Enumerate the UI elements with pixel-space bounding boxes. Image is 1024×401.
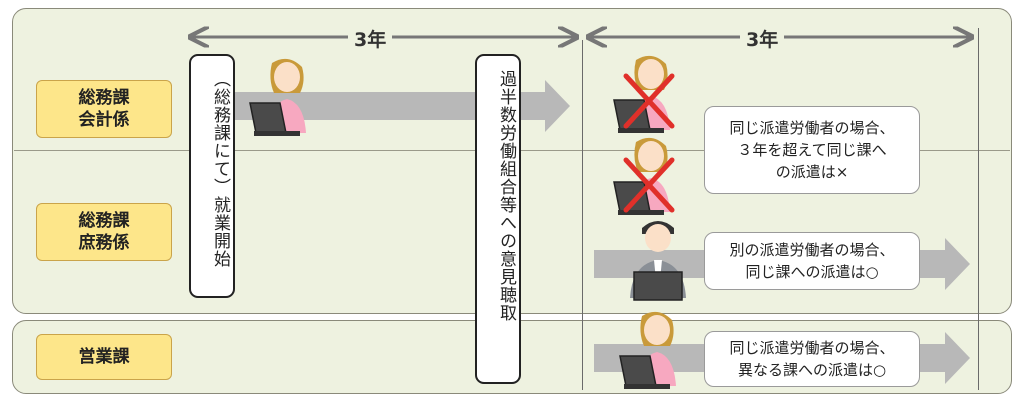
period-end-line [978,28,979,390]
red-cross-icon [623,157,675,213]
female-worker-laptop-icon [619,311,676,389]
work-start-label: （総務課にて）就業開始 [189,54,235,298]
note-other-worker-same-dept: 別の派遣労働者の場合、 同じ課への派遣は○ [704,232,920,290]
dept-name: 総務課 [78,88,130,108]
female-worker-laptop-icon [249,58,306,136]
dept-eigyo: 営業課 [36,334,172,380]
dept-section: 庶務係 [78,233,130,253]
period-label-1: 3年 [348,25,393,52]
note-line: 同じ派遣労働者の場合、 [729,119,895,137]
red-cross-icon [623,73,675,129]
period-divider-line [582,40,583,390]
note-line: 異なる課への派遣は○ [737,361,887,379]
dept-section: 会計係 [78,110,130,130]
dept-somu-shomu: 総務課庶務係 [36,203,172,261]
note-line: ３年を超えて同じ課へ [737,141,887,159]
note-line: 同じ派遣労働者の場合、 [729,339,895,357]
note-line: 別の派遣労働者の場合、 [729,241,895,259]
dept-name: 営業課 [78,347,130,367]
period-label-2: 3年 [740,25,785,52]
male-worker-laptop-icon [630,221,686,301]
female-worker-laptop-icon [613,137,670,215]
union-hearing-label: 過半数労働組合等への意見聴取 [475,54,521,384]
note-line: 同じ課への派遣は○ [745,263,879,281]
dept-somu-kaikei: 総務課会計係 [36,80,172,138]
note-same-worker-other-dept: 同じ派遣労働者の場合、 異なる課への派遣は○ [704,331,920,387]
note-same-worker-same-dept: 同じ派遣労働者の場合、 ３年を超えて同じ課へ の派遣は× [704,106,920,194]
dept-name: 総務課 [78,211,130,231]
note-line: の派遣は× [775,163,849,181]
